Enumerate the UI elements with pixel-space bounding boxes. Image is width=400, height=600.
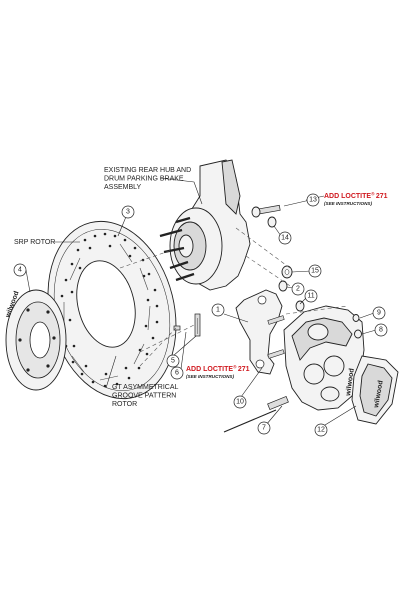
loctite-note-lower: ADD LOCTITE®271 (SEE INSTRUCTIONS): [186, 364, 250, 380]
callout-2: 2: [291, 282, 305, 296]
svg-text:13: 13: [309, 197, 317, 204]
loctite-note: (SEE INSTRUCTIONS): [186, 374, 234, 379]
callout-10: 10: [233, 395, 247, 409]
bracket-bolt: [173, 325, 181, 331]
caliper-mounting-bracket: [235, 289, 283, 375]
svg-text:4: 4: [18, 267, 22, 274]
hat-bolt-holes: [18, 308, 56, 372]
washer-14: [267, 216, 277, 228]
bleeder-8: [354, 329, 362, 339]
svg-text:15: 15: [311, 268, 319, 275]
loctite-note: (SEE INSTRUCTIONS): [324, 201, 372, 206]
loctite-number: 271: [238, 366, 250, 373]
svg-text:2: 2: [296, 286, 300, 293]
svg-text:12: 12: [317, 427, 325, 434]
callout-9: 9: [372, 306, 386, 320]
bolt-13: [251, 204, 281, 218]
nut-11: [295, 300, 305, 312]
srp-rotor-label: SRP ROTOR: [14, 239, 55, 246]
callout-15: 15: [308, 264, 322, 278]
bracket-bolts: [267, 315, 285, 359]
callout-13: 13: [306, 193, 320, 207]
svg-text:11: 11: [307, 293, 314, 300]
loctite-note-upper: ADD LOCTITE®271 (SEE INSTRUCTIONS): [324, 191, 388, 207]
rotor-hat: wilwood: [4, 289, 67, 391]
loctite-mark: ®: [233, 364, 237, 370]
rotor-bolt: [194, 313, 201, 337]
callout-5: 5: [166, 354, 180, 368]
caliper-brand-text: wilwood: [345, 368, 356, 397]
callout-6: 6: [170, 366, 184, 380]
pad-brand-text: wilwood: [373, 380, 385, 409]
hub-label-line1: EXISTING REAR HUB AND: [104, 167, 191, 174]
svg-text:9: 9: [377, 310, 381, 317]
svg-text:5: 5: [171, 358, 175, 365]
callout-11: 11: [304, 289, 318, 303]
transfer-tube: [223, 396, 289, 433]
gt-rotor-label-line3: ROTOR: [112, 401, 137, 408]
svg-text:ADD LOCTITE®271: ADD LOCTITE®271: [324, 191, 388, 201]
washer-15: [281, 265, 293, 279]
rotor-drill-holes: [58, 232, 159, 388]
brake-pad: wilwood: [351, 355, 399, 425]
loctite-text: ADD LOCTITE: [324, 193, 371, 200]
loctite-number: 271: [376, 193, 388, 200]
callout-3: 3: [121, 205, 135, 219]
bleeder-9: [352, 314, 360, 322]
hub-label-line2: DRUM PARKING BRAKE: [104, 176, 184, 183]
caliper: wilwood: [283, 305, 365, 411]
callout-7: 7: [257, 421, 271, 435]
callout-4: 4: [13, 263, 27, 277]
hub-label-line3: ASSEMBLY: [104, 184, 142, 191]
svg-text:10: 10: [236, 399, 244, 406]
svg-text:1: 1: [216, 307, 220, 314]
rotor: [47, 220, 177, 400]
alignment-lines: [119, 227, 349, 367]
svg-text:6: 6: [175, 370, 179, 377]
svg-text:8: 8: [379, 327, 383, 334]
callout-14: 14: [278, 231, 292, 245]
drum-parking-brake-assembly: [169, 159, 251, 291]
callout-12: 12: [314, 423, 328, 437]
callout-8: 8: [374, 323, 388, 337]
svg-text:7: 7: [262, 425, 266, 432]
washer-2: [278, 280, 288, 292]
svg-text:14: 14: [281, 235, 289, 242]
gt-rotor-label-line1: GT ASYMMETRICAL: [112, 384, 178, 391]
svg-text:ADD LOCTITE®271: ADD LOCTITE®271: [186, 364, 250, 374]
svg-text:3: 3: [126, 209, 130, 216]
callout-1: 1: [211, 303, 225, 317]
loctite-text: ADD LOCTITE: [186, 366, 233, 373]
gt-rotor-label-line2: GROOVE PATTERN: [112, 393, 176, 400]
loctite-mark: ®: [371, 191, 375, 197]
